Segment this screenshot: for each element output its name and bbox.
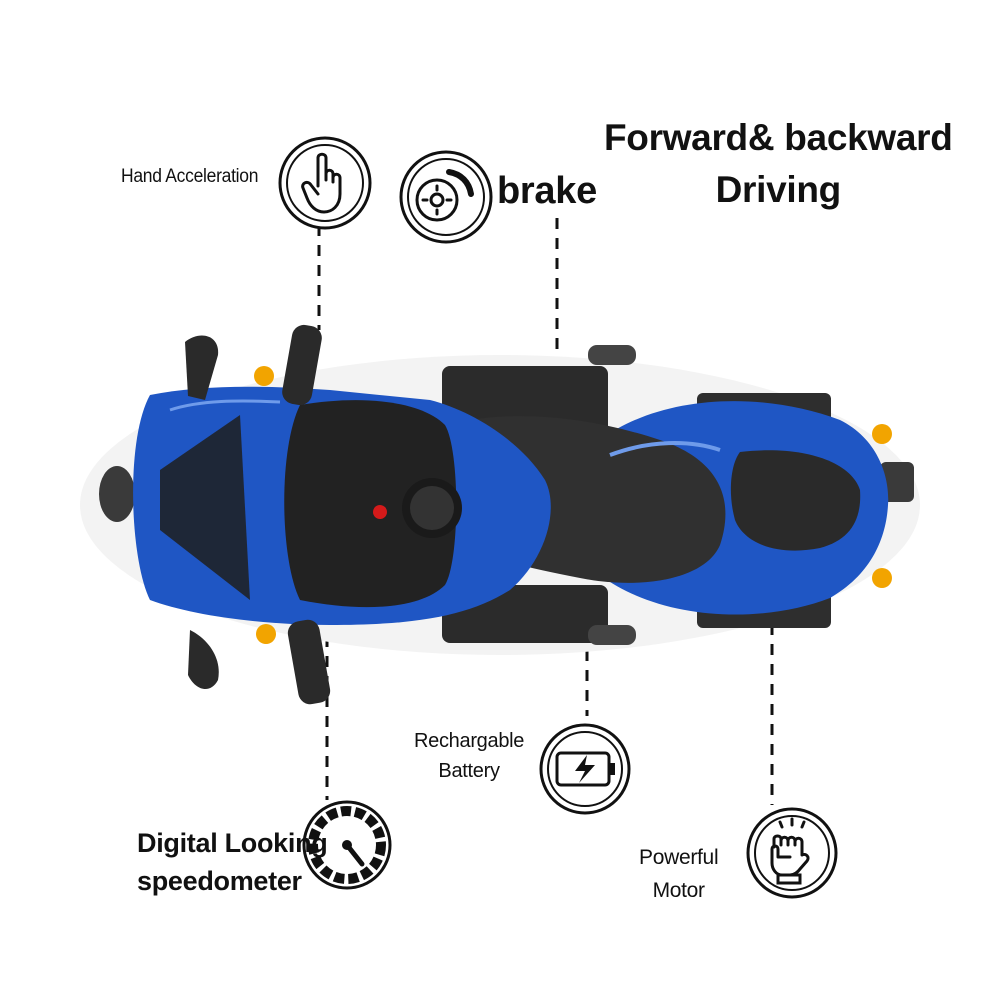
speedometer-line2: speedometer bbox=[137, 866, 302, 896]
speedometer-line1: Digital Looking bbox=[137, 828, 328, 858]
battery-line2: Battery bbox=[438, 760, 500, 782]
forward-backward-line2: Driving bbox=[715, 169, 842, 210]
hand-acceleration-label: Hand Acceleration bbox=[121, 166, 259, 187]
motor-line2: Motor bbox=[652, 879, 705, 902]
brake-label: brake bbox=[497, 170, 597, 212]
speedometer-label: Digital Looking speedometer bbox=[137, 824, 328, 900]
motor-label: Powerful Motor bbox=[639, 841, 719, 907]
speedometer-icon bbox=[302, 800, 392, 890]
forward-backward-label: Forward& backward Driving bbox=[604, 112, 953, 216]
battery-charging-icon bbox=[539, 723, 631, 815]
forward-backward-line1: Forward& backward bbox=[604, 117, 953, 158]
battery-label: Rechargable Battery bbox=[414, 726, 524, 786]
battery-line1: Rechargable bbox=[414, 730, 525, 752]
pointing-hand-icon bbox=[278, 136, 372, 230]
disc-brake-icon bbox=[399, 150, 493, 244]
motor-line1: Powerful bbox=[639, 846, 719, 869]
fist-power-icon bbox=[746, 807, 838, 899]
